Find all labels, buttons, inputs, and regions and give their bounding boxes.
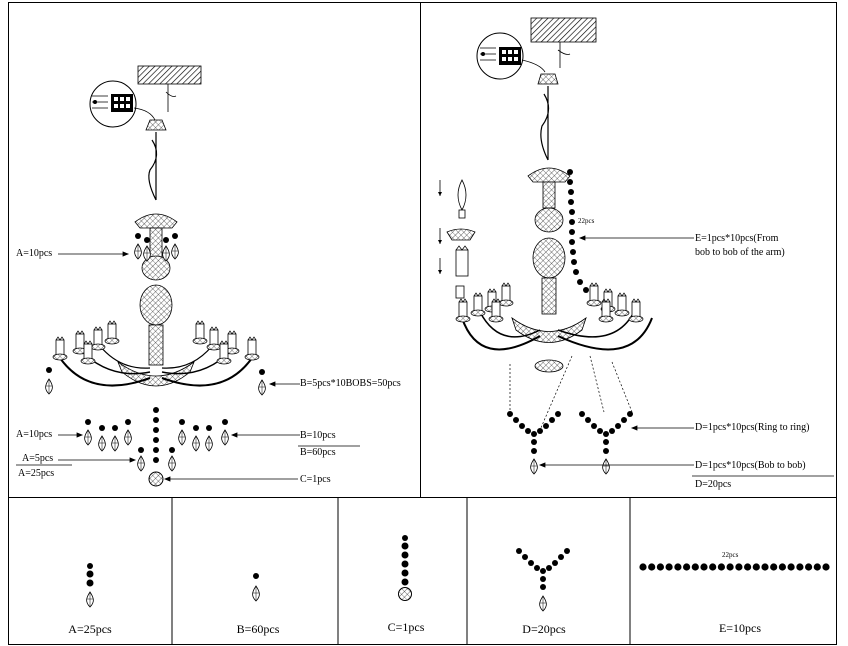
label-a-top: A=10pcs	[16, 248, 53, 259]
part-e-bead	[822, 563, 830, 571]
part-b-drawing	[252, 573, 260, 602]
label-22pcs: 22pcs	[578, 217, 595, 225]
part-e-bead	[778, 563, 787, 571]
part-e-bead	[700, 563, 708, 571]
label-part-e-count: 22pcs	[722, 551, 739, 559]
part-e-bead	[761, 563, 769, 571]
label-d-20: D=20pcs	[695, 479, 732, 490]
left-chandelier	[45, 65, 266, 487]
label-b-60: B=60pcs	[300, 447, 336, 458]
part-e-bead	[665, 563, 673, 571]
part-e-bead	[691, 563, 699, 571]
label-b-bobs: B=5pcs*10BOBS=50pcs	[300, 378, 401, 389]
right-chandelier	[438, 17, 653, 475]
part-e-bead	[674, 563, 682, 571]
label-e-line2: bob to bob of the arm)	[695, 247, 785, 258]
left-leader-lines	[16, 251, 360, 482]
part-d-drawing	[516, 548, 570, 612]
part-e-bead	[805, 563, 813, 571]
part-e-bead	[796, 563, 804, 571]
part-e-drawing	[639, 563, 830, 571]
label-d-bob: D=1pcs*10pcs(Bob to bob)	[695, 460, 806, 471]
part-e-bead	[735, 563, 743, 571]
label-a-5: A=5pcs	[22, 453, 54, 464]
label-a-mid: A=10pcs	[16, 429, 53, 440]
caption-part-a: A=25pcs	[68, 622, 112, 636]
part-e-bead	[752, 563, 760, 571]
right-leader-lines	[538, 235, 834, 477]
label-e-line1: E=1pcs*10pcs(From	[695, 233, 779, 244]
part-e-bead	[717, 563, 726, 571]
label-b-10: B=10pcs	[300, 430, 336, 441]
part-e-bead	[648, 563, 656, 571]
part-e-bead	[726, 563, 734, 571]
part-e-bead	[787, 563, 795, 571]
part-e-bead	[656, 563, 665, 571]
part-e-bead	[813, 563, 821, 571]
caption-part-b: B=60pcs	[236, 622, 280, 636]
caption-part-e: E=10pcs	[718, 621, 762, 635]
part-e-bead	[709, 563, 717, 571]
part-c-drawing	[398, 535, 412, 601]
label-d-ring: D=1pcs*10pcs(Ring to ring)	[695, 422, 810, 433]
part-e-bead	[639, 563, 647, 571]
part-a-drawing	[86, 563, 94, 608]
part-e-bead	[744, 563, 752, 571]
caption-part-d: D=20pcs	[522, 622, 566, 636]
part-e-bead	[770, 563, 778, 571]
parts-row	[8, 497, 837, 645]
part-e-bead	[683, 563, 691, 571]
label-c-1: C=1pcs	[300, 474, 331, 485]
label-a-25: A=25pcs	[18, 468, 55, 479]
caption-part-c: C=1pcs	[387, 620, 425, 634]
